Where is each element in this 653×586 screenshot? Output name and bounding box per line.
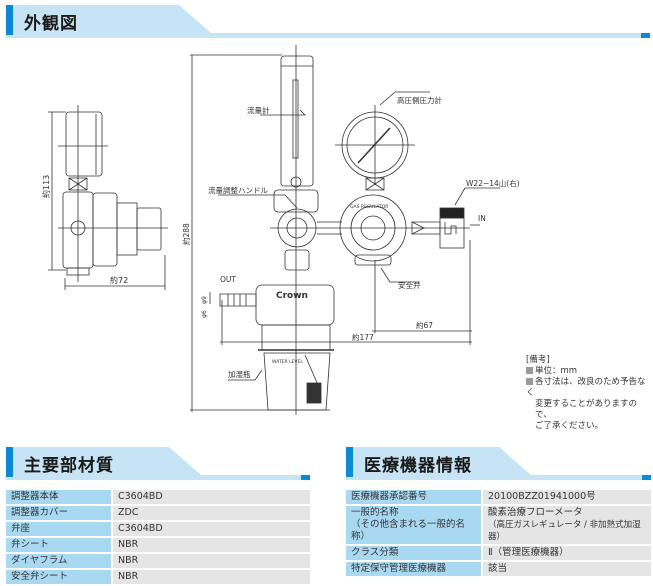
info-value: 酸素治療フローメータ	[488, 507, 583, 518]
dim-height-total: 約288	[181, 223, 191, 245]
part-name: ダイヤフラム	[6, 554, 113, 568]
section-header-device-info: 医療機器情報	[346, 447, 651, 480]
table-row: 特定保守管理医療機器該当	[346, 562, 651, 576]
label-thread: W22−14山(右)	[466, 178, 520, 188]
material: NBR	[113, 570, 310, 584]
section-header-materials: 主要部材質	[6, 447, 310, 480]
section-title: 医療機器情報	[364, 456, 472, 476]
dim-width-right: 約67	[416, 320, 433, 330]
info-value: Ⅱ（管理医療機器）	[483, 546, 651, 560]
info-value: 20100BZZ01941000号	[483, 490, 651, 504]
material: C3604BD	[113, 522, 310, 536]
label-out: OUT	[220, 275, 236, 284]
info-value-sub: （高圧ガスレギュレータ / 非加熱式加湿器）	[488, 520, 641, 542]
part-name: 調整器本体	[6, 490, 113, 504]
section-header-exterior: 外観図	[6, 5, 650, 38]
label-pressure-gauge: 高圧側圧力計	[397, 95, 442, 105]
material: C3604BD	[113, 490, 310, 504]
info-value: 該当	[483, 562, 651, 576]
info-key: 医療機器承認番号	[346, 490, 483, 504]
info-key: クラス分類	[346, 546, 483, 560]
part-name: 弁シート	[6, 538, 113, 552]
part-name: 調整器カバー	[6, 506, 113, 520]
technical-drawing: 約113 約72	[41, 45, 520, 415]
note-disclaimer-end: ご了承ください。	[535, 421, 604, 431]
info-key: 一般的名称	[351, 507, 399, 518]
dim-outlet-d1: φ9	[201, 296, 208, 304]
info-key-sub: （その他含まれる一般的名称）	[351, 519, 466, 542]
label-in: IN	[478, 214, 486, 223]
note-disclaimer-cont: 変更することがありますので、	[535, 399, 638, 420]
section-title: 外観図	[24, 14, 78, 34]
notes-header: [備考]	[526, 355, 550, 365]
side-view	[48, 105, 168, 290]
note-unit: 単位：mm	[535, 366, 578, 376]
note-disclaimer: 各寸法は、改良のため予告なく	[526, 377, 646, 398]
dim-outlet-d2: φ6	[201, 310, 208, 318]
front-view	[190, 45, 500, 415]
label-humidifier: 加湿瓶	[228, 369, 251, 379]
brand-logo: Crown	[276, 291, 308, 301]
label-flowmeter: 流量計	[247, 105, 270, 115]
part-name: 弁座	[6, 522, 113, 536]
notes: [備考] 単位：mm 各寸法は、改良のため予告なく 変更することがありますので、…	[526, 355, 653, 432]
dim-width-side: 約72	[110, 275, 128, 285]
dim-height-side: 約113	[41, 175, 51, 198]
label-regulator: GAS REGULATOR	[350, 204, 388, 210]
section-title: 主要部材質	[24, 456, 114, 476]
label-safety-valve: 安全弁	[398, 280, 421, 290]
label-water-level: WATER LEVEL	[272, 359, 303, 365]
label-flow-handle: 流量調整ハンドル	[208, 185, 268, 195]
material: ZDC	[113, 506, 310, 520]
material: NBR	[113, 538, 310, 552]
table-row: 一般的名称（その他含まれる一般的名称） 酸素治療フローメータ （高圧ガスレギュレータ…	[346, 506, 651, 544]
info-key: 特定保守管理医療機器	[346, 562, 483, 576]
dim-width-total: 約177	[352, 332, 374, 342]
material: NBR	[113, 554, 310, 568]
part-name: 安全弁シート	[6, 570, 113, 584]
